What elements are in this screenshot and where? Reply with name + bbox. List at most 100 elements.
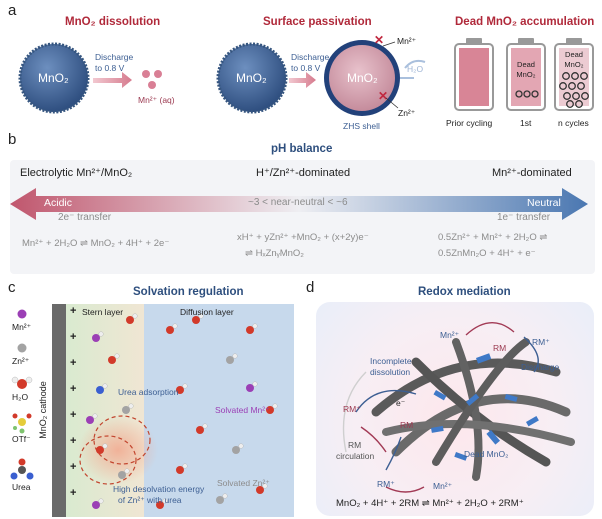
h2o-label-passivation: H₂O <box>407 64 424 74</box>
eq-mid-1: xH⁺ + yZn²⁺ +MnO₂ + (x+2y)e⁻ <box>237 232 369 243</box>
molecule-atom <box>162 498 168 504</box>
legend-h2o-label: H₂O <box>12 392 29 402</box>
legend-h2o-icon <box>11 376 33 389</box>
molecule <box>86 416 94 424</box>
rm-circ-1: RM <box>348 440 362 450</box>
molecule <box>256 486 264 494</box>
dead-mno2-particle <box>562 72 570 80</box>
dead-mno2-particle <box>559 82 567 90</box>
dead-mno2-particle <box>575 100 583 108</box>
panel-c-graphics: +++ +++ ++ <box>10 304 294 517</box>
title-dead-mno2-accumulation: Dead MnO₂ accumulation <box>455 16 595 28</box>
molecule <box>118 471 126 479</box>
ph-range-label: ~3 < near-neutral < ~6 <box>248 197 348 208</box>
molecule <box>216 496 224 504</box>
first-cycle-label: 1st <box>520 118 532 128</box>
mn2-bottom-label: Mn²⁺ <box>433 481 453 491</box>
molecule-atom <box>262 483 268 489</box>
panel-d-graphics <box>342 322 575 493</box>
molecule-atom <box>172 323 178 329</box>
molecule <box>96 386 104 394</box>
svg-text:+: + <box>70 383 76 395</box>
incomplete-1: Incomplete <box>370 356 412 366</box>
molecule-atom <box>124 468 130 474</box>
title-surface-passivation: Surface passivation <box>263 16 372 28</box>
dead-mno2-particle <box>580 72 588 80</box>
molecule <box>196 426 204 434</box>
molecule <box>246 326 254 334</box>
neutral-label: Neutral <box>527 197 561 209</box>
mno2-label-1: MnO₂ <box>38 71 69 85</box>
mn-aq-ball <box>142 70 150 78</box>
mn-aq-label: Mn²⁺ (aq) <box>138 95 175 105</box>
mn-aq-ball <box>148 81 156 89</box>
molecule <box>176 466 184 474</box>
prior-cycling-label: Prior cycling <box>446 118 493 128</box>
left-transfer: 2e⁻ transfer <box>58 212 112 223</box>
dead-mno2-particle <box>577 82 585 90</box>
high-desolv-2: of Zn²⁺ with urea <box>118 495 182 505</box>
svg-text:+: + <box>70 487 76 499</box>
molecule-atom <box>182 383 188 389</box>
legend-zn-icon <box>17 343 27 353</box>
cathode-bar <box>52 304 66 517</box>
dead-mno2-label-a: Dead MnO₂ <box>516 60 536 79</box>
molecule-atom <box>232 353 238 359</box>
svg-text:+: + <box>70 305 76 317</box>
redox-equation: MnO₂ + 4H⁺ + 2RM ⇌ Mn²⁺ + 2H₂O + 2RM⁺ <box>336 498 524 509</box>
legend-mn-icon <box>17 309 27 319</box>
urea-adsorption-label: Urea adsorption <box>118 387 179 397</box>
molecule-atom <box>198 313 204 319</box>
molecule <box>192 316 200 324</box>
svg-text:+: + <box>70 331 76 343</box>
legend-zn-label: Zn²⁺ <box>12 356 30 366</box>
ph-panel-bg <box>10 160 595 274</box>
mn-label-passivation: Mn²⁺ <box>397 36 417 46</box>
svg-text:✕: ✕ <box>378 89 388 103</box>
discharge-label-d: Discharge <box>521 362 560 372</box>
solvated-mn-label: Solvated Mn²⁺ <box>215 405 270 415</box>
molecule-atom <box>222 493 228 499</box>
molecule-atom <box>252 381 258 387</box>
discharge-arrow-2 <box>289 72 316 88</box>
mno2-label-2: MnO₂ <box>236 71 267 85</box>
legend-otf-label: OTf⁻ <box>12 434 31 444</box>
stern-layer-label: Stern layer <box>82 307 124 317</box>
dead-mno2-label-n: Dead MnO₂ <box>564 50 584 69</box>
diffusion-layer-label: Diffusion layer <box>180 307 234 317</box>
redox-title: Redox mediation <box>418 286 511 298</box>
eq-right-1: 0.5Zn²⁺ + Mn²⁺ + 2H₂O ⇌ <box>438 232 548 243</box>
molecule <box>122 406 130 414</box>
molecule-atom <box>92 413 98 419</box>
right-transfer: 1e⁻ transfer <box>497 212 551 223</box>
mid-head: H⁺/Zn²⁺-dominated <box>256 167 351 179</box>
rm-plus-bottom-label: RM⁺ <box>377 479 395 489</box>
molecule <box>108 356 116 364</box>
rm-circ-2: circulation <box>336 451 375 461</box>
molecule-atom <box>182 463 188 469</box>
panel-a-label: a <box>8 2 17 19</box>
mn-aq-ball <box>154 70 162 78</box>
ph-balance-title: pH balance <box>271 143 333 155</box>
voltage-text-2: to 0.8 V <box>291 63 321 73</box>
molecule <box>246 384 254 392</box>
legend-urea-label: Urea <box>12 482 31 492</box>
legend-urea-icon <box>10 458 34 480</box>
svg-text:+: + <box>70 409 76 421</box>
panel-d-label: d <box>306 279 315 296</box>
molecule-atom <box>132 313 138 319</box>
svg-text:+: + <box>70 357 76 369</box>
molecule <box>92 501 100 509</box>
mno2-label-3: MnO₂ <box>347 71 378 85</box>
eq-mid-2: ⇌ HₓZnᵧMnO₂ <box>245 248 304 259</box>
legend-otf-icon <box>12 413 32 434</box>
panel-a-graphics: ✕ ✕ <box>18 33 594 116</box>
svg-text:+: + <box>70 435 76 447</box>
right-head: Mn²⁺-dominated <box>492 167 572 179</box>
dead-mno2-particle <box>572 92 580 100</box>
cathode-label: MnO₂ cathode <box>38 381 48 439</box>
molecule-atom <box>272 403 278 409</box>
molecule-atom <box>128 403 134 409</box>
molecule <box>126 316 134 324</box>
molecule-atom <box>202 423 208 429</box>
